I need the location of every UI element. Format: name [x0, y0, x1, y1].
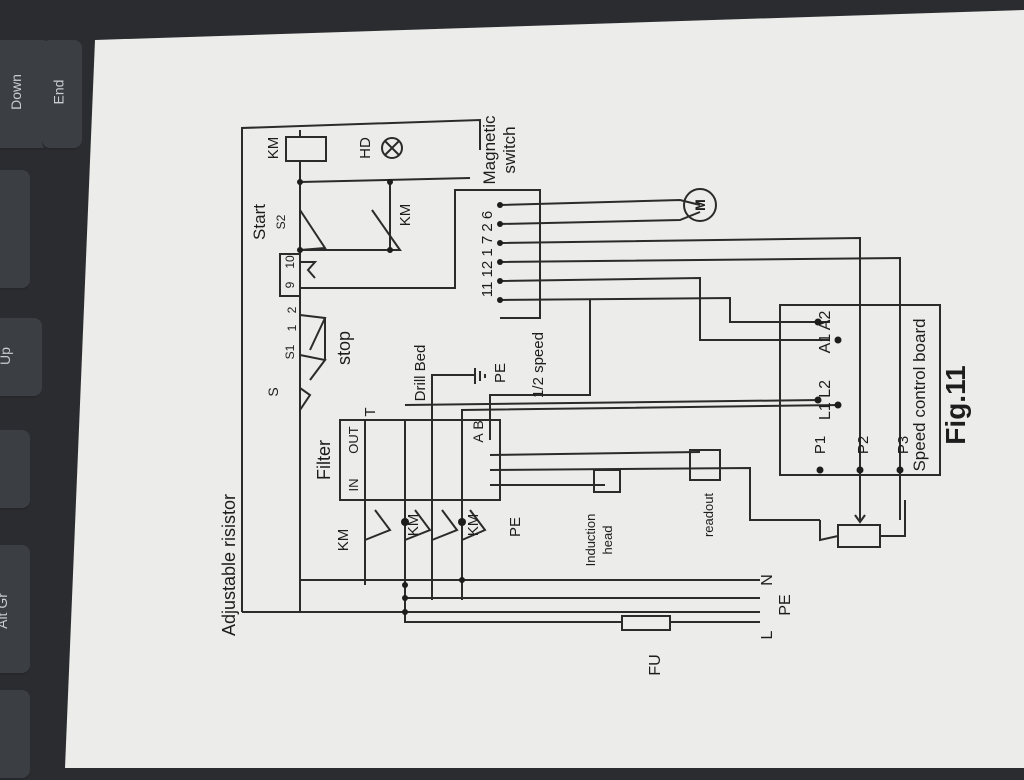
key-end: End — [42, 40, 82, 150]
a-label: A — [470, 433, 486, 443]
motor-label: M — [692, 199, 708, 211]
filter-in-label: IN — [346, 479, 361, 492]
key-blank-3 — [0, 690, 30, 780]
terminal-2: 2 — [285, 306, 299, 313]
pe-top-label: PE — [492, 363, 509, 383]
key-altgr: Alt Gr — [0, 545, 30, 675]
paper-sheet — [65, 10, 1024, 768]
pe-bottom-label: PE — [507, 517, 524, 537]
induction-head-label-1: Induction — [583, 514, 598, 567]
l1l2-label: L1 L2 — [817, 380, 834, 420]
readout-label: readout — [701, 493, 716, 537]
a1a2-label: A1 A2 — [817, 311, 834, 354]
terminal-9: 9 — [283, 281, 297, 288]
stop-label: stop — [334, 331, 354, 365]
fu-label: FU — [647, 654, 664, 675]
magnetic-switch-label-2: switch — [500, 126, 519, 173]
b-label: B — [470, 420, 486, 429]
wiring — [241, 118, 941, 631]
km-contact-label-1: KM — [335, 529, 352, 552]
km-contact-label-2: KM — [405, 514, 422, 537]
terminal-10: 10 — [283, 255, 297, 269]
start-label: Start — [250, 204, 269, 240]
magnetic-switch-label-1: Magnetic — [480, 115, 499, 184]
km-start-label: KM — [397, 204, 414, 227]
terminal-1: 1 — [285, 324, 299, 331]
half-speed-label: 1/2 speed — [530, 332, 547, 398]
filter-label: Filter — [314, 440, 334, 480]
speed-control-board-label: Speed control board — [910, 318, 929, 471]
diagram-labels: Fig.11 Speed control board Magnetic swit… — [219, 115, 971, 676]
terminal-row-label: 11 12 1 7 2 6 — [479, 211, 496, 297]
l-label: L — [759, 630, 776, 639]
p2-label: P2 — [855, 436, 872, 454]
s2-label: S2 — [274, 214, 288, 229]
km-contact-label-3: KM — [465, 514, 482, 537]
hd-label: HD — [357, 137, 374, 159]
s1-label: S1 — [283, 344, 297, 359]
key-up: Up — [0, 318, 42, 398]
s-label: S — [265, 387, 281, 396]
key-blank-1 — [0, 170, 30, 290]
fig-title: Fig.11 — [940, 365, 971, 444]
junction-dots — [297, 179, 904, 615]
p1-label: P1 — [812, 436, 829, 454]
filter-out-label: OUT — [346, 426, 361, 454]
pe-supply-label: PE — [777, 594, 794, 615]
km-coil-label: KM — [265, 137, 282, 160]
induction-head-label-2: head — [600, 526, 615, 555]
t-label: T — [362, 407, 379, 416]
p3-label: P3 — [895, 436, 912, 454]
n-label: N — [759, 574, 776, 586]
key-down: Down — [0, 40, 50, 150]
key-blank-2 — [0, 430, 30, 510]
adjustable-resistor-label: Adjustable risistor — [219, 494, 239, 636]
drill-bed-label: Drill Bed — [412, 345, 429, 402]
